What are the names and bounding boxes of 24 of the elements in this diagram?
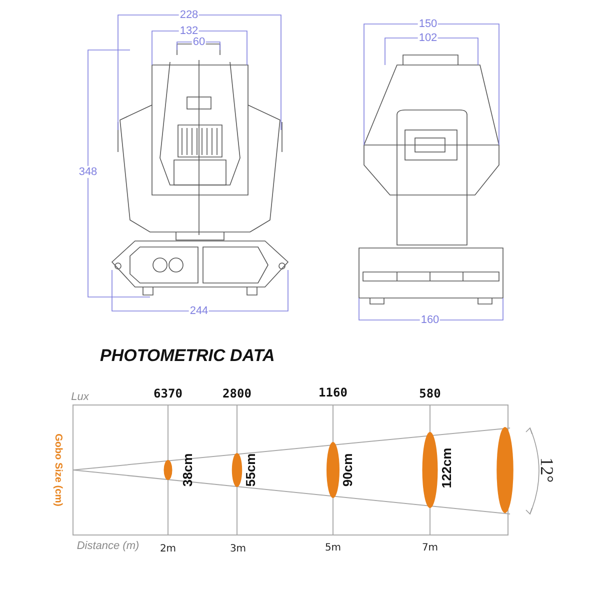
lux-value: 2800 — [222, 387, 252, 401]
chart-title: PHOTOMETRIC DATA — [100, 346, 275, 366]
axis-title: Gobo Size (cm) — [52, 434, 64, 506]
gobo-size-value: 90cm — [340, 453, 356, 487]
dimension-value: 228 — [178, 8, 200, 22]
dimension-value: 160 — [420, 314, 440, 326]
distance-value: 5m — [324, 542, 342, 554]
lux-value: 580 — [419, 387, 441, 401]
dimension-value: 348 — [78, 166, 98, 178]
dimension-value: 150 — [418, 18, 438, 30]
lux-value: 6370 — [154, 387, 182, 401]
gobo-size-value: 38cm — [180, 453, 196, 487]
dimension-value: 60 — [192, 36, 206, 48]
gobo-size-value: 55cm — [244, 453, 258, 487]
distance-value: 2m — [160, 544, 176, 554]
beam-angle-value: 12° — [536, 457, 556, 483]
distance-value: 3m — [230, 544, 246, 554]
dimension-value: 102 — [418, 32, 438, 44]
lux-value: 1160 — [318, 386, 348, 400]
distance-value: 7m — [422, 542, 438, 554]
axis-title: Lux — [71, 390, 89, 404]
dimension-value: 132 — [178, 24, 200, 38]
axis-title: Distance (m) — [76, 540, 140, 552]
gobo-size-value: 122cm — [440, 448, 454, 488]
